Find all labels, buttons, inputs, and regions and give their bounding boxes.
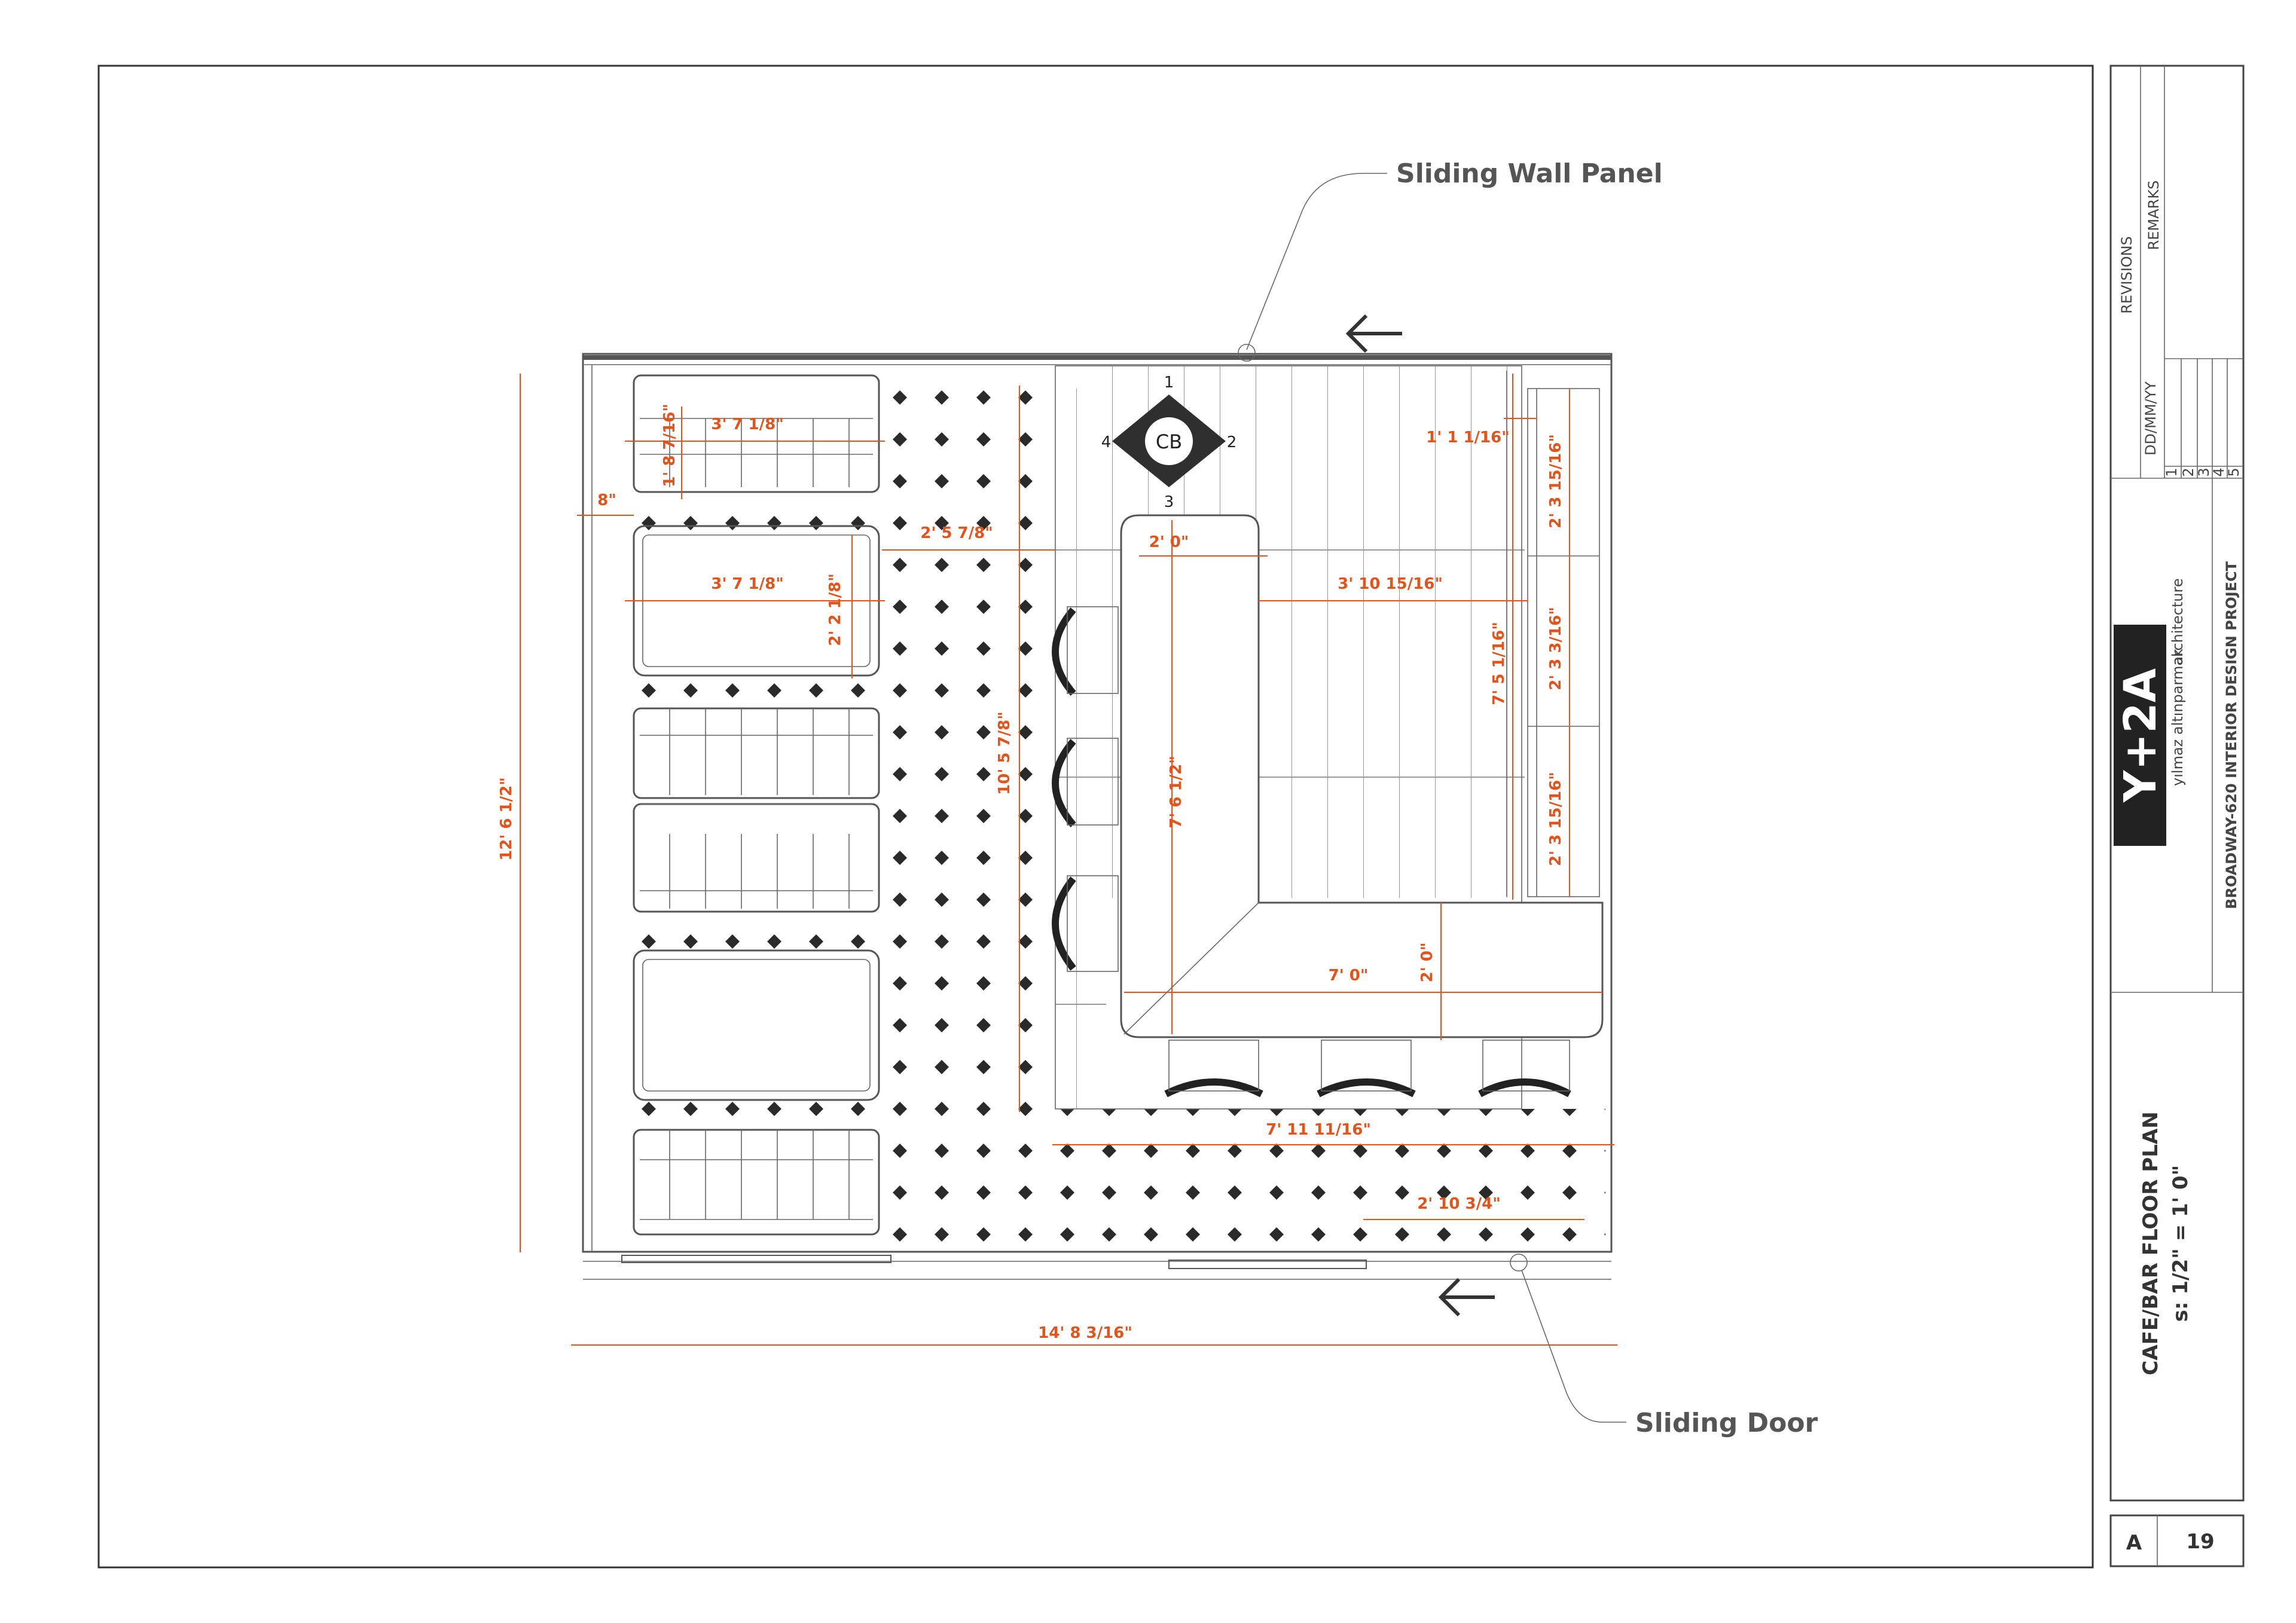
dim-2-3-15-16-bottom: 2' 3 15/16": [1547, 772, 1565, 866]
sheet-number-box: [2109, 1514, 2245, 1567]
booth-bench: [633, 374, 880, 493]
revisions-label: REVISIONS: [2118, 236, 2135, 314]
dim-7-6-1-2: 7' 6 1/2": [1167, 756, 1185, 828]
door-arrow-icon: [1438, 1277, 1495, 1317]
booth-bench: [633, 707, 880, 799]
wall-arrow-icon: [1345, 314, 1402, 353]
tile-row-left-3: [634, 918, 885, 953]
dim-3-10-15-16: 3' 10 15/16": [1338, 575, 1443, 593]
dim-7-5-1-16: 7' 5 1/16": [1490, 622, 1508, 705]
window-bottom-left: [621, 1255, 891, 1263]
bar-stool: [1052, 875, 1119, 972]
revision-number-5: 5: [2225, 467, 2242, 476]
dim-3-7-1-8-top: 3' 7 1/8": [711, 415, 783, 433]
coffee-bar-number-2: 2: [1227, 433, 1237, 451]
coffee-bar-column: CB 1 2 3 4: [1101, 374, 1237, 511]
coffee-bar-label: CB: [1156, 430, 1182, 453]
back-shelving: [1506, 371, 1600, 897]
revision-number-2: 2: [2180, 467, 2197, 476]
tile-floor-aisle: [885, 371, 1055, 1249]
dimension-lines: 12' 6 1/2" 14' 8 3/16" 3' 7 1/8" 1' 8 7/…: [497, 374, 1617, 1346]
sliding-door-label: Sliding Door: [1635, 1408, 1818, 1438]
bar-stool: [1052, 738, 1119, 827]
revision-number-3: 3: [2196, 467, 2212, 476]
sheet-number: 19: [2186, 1530, 2214, 1554]
booth-bench: [633, 803, 880, 913]
date-label: DD/MM/YY: [2142, 381, 2159, 456]
revision-number-1: 1: [2163, 467, 2180, 476]
project-name: BROADWAY-620 INTERIOR DESIGN PROJECT: [2223, 561, 2240, 909]
tile-floor-bottom: [1055, 1109, 1605, 1249]
dim-1-8-7-16: 1' 8 7/16": [661, 404, 679, 487]
revision-number-4: 4: [2210, 467, 2227, 476]
dim-2-3-15-16-top: 2' 3 15/16": [1547, 434, 1565, 528]
dim-3-7-1-8-table: 3' 7 1/8": [711, 575, 783, 593]
dim-2-10-3-4: 2' 10 3/4": [1417, 1195, 1501, 1213]
dim-2-0-counter-depth: 2' 0": [1418, 943, 1436, 983]
sliding-wall-panel-leader: [1246, 173, 1387, 350]
remarks-label: REMARKS: [2145, 181, 2162, 250]
room-outline: [582, 353, 1613, 1253]
coffee-bar-number-1: 1: [1164, 374, 1174, 392]
sliding-door-leader: [1521, 1270, 1626, 1423]
firm-logo: [2114, 625, 2166, 846]
title-block-frame: [2109, 65, 2245, 1502]
bar-counter: [1120, 514, 1604, 1038]
sliding-wall-panel-label: Sliding Wall Panel: [1396, 158, 1663, 189]
bar-stool: [1478, 1040, 1571, 1098]
dim-2-2-1-8: 2' 2 1/8": [826, 573, 844, 646]
bar-stool: [1164, 1040, 1263, 1098]
drawing-frame: [97, 65, 2094, 1569]
dim-2-3-3-16: 2' 3 3/16": [1547, 607, 1565, 690]
dim-1-1-1-16: 1' 1 1/16": [1426, 429, 1510, 447]
drawing-title: CAFE/BAR FLOOR PLAN: [2139, 1111, 2163, 1375]
booth-bench: [633, 1129, 880, 1236]
callouts: Sliding Wall Panel Sliding Door: [1238, 158, 1818, 1438]
dim-7-0: 7' 0": [1329, 967, 1369, 985]
tile-row-left-1: [634, 499, 885, 535]
firm-name: yılmaz altınparmak: [2169, 649, 2186, 786]
bar-stool: [1052, 606, 1119, 696]
bar-stools: [1052, 606, 1571, 1098]
dim-2-5-7-8: 2' 5 7/8": [920, 524, 993, 542]
floor-plan: CB 1 2 3 4: [582, 353, 1613, 1280]
dim-14-8-3-16: 14' 8 3/16": [1038, 1324, 1132, 1342]
dim-10-5-7-8: 10' 5 7/8": [996, 711, 1013, 795]
drawing-scale: s: 1/2" = 1' 0": [2169, 1165, 2193, 1322]
sliding-door-panel: [1168, 1260, 1367, 1269]
tile-row-left-2: [634, 673, 885, 708]
logo-text: Y+2A: [2115, 668, 2166, 803]
cafe-table: [633, 949, 880, 1101]
dim-2-0-bar-width: 2' 0": [1149, 533, 1189, 551]
coffee-bar-number-3: 3: [1164, 493, 1174, 511]
dim-8-inch: 8": [597, 491, 616, 509]
plank-floor-side: [1055, 389, 1106, 1109]
coffee-bar-number-4: 4: [1101, 433, 1112, 451]
sheet-prefix: A: [2126, 1531, 2142, 1555]
firm-suffix: architecture: [2169, 578, 2186, 665]
dim-12-6-1-2: 12' 6 1/2": [497, 777, 515, 861]
title-block: REVISIONS REMARKS DD/MM/YY 1 2 3 4 5 Y+2…: [2109, 66, 2245, 1567]
booth-seating: [633, 374, 880, 1236]
dim-7-11-11-16: 7' 11 11/16": [1266, 1121, 1371, 1139]
bar-stool: [1317, 1040, 1416, 1098]
